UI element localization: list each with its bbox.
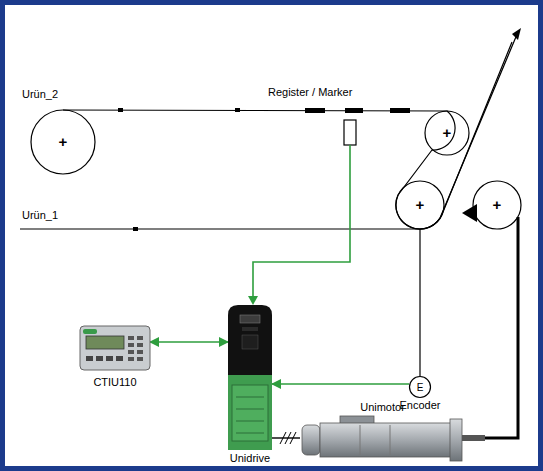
device-name: Unidrive <box>230 452 270 464</box>
sensor-wire <box>253 145 350 299</box>
marker-sensor <box>344 120 356 145</box>
servo-motor: Unimotor <box>300 415 485 461</box>
keypad-terminal: CTIU110 <box>80 326 150 370</box>
drive-roll <box>473 181 521 229</box>
web-dot <box>118 108 123 112</box>
servo-motor-picture <box>300 415 485 461</box>
product-label: Urün_2 <box>22 88 58 100</box>
exit-arrowhead <box>512 28 521 40</box>
drive-unit: Unidrive <box>228 305 272 450</box>
motor-drive-link <box>485 217 518 438</box>
encoder-shaft <box>419 229 420 376</box>
drive-unit-picture <box>228 305 272 450</box>
product-label: Urün_1 <box>22 209 58 221</box>
register-mark <box>305 108 325 113</box>
web-product-2 <box>63 32 518 229</box>
guide-roll <box>425 111 469 155</box>
encoder-letter: E <box>417 382 424 393</box>
roll-center-mark: + <box>59 134 68 151</box>
motor-cable <box>272 437 300 438</box>
device-name: CTIU110 <box>93 376 136 388</box>
roll-center-mark: + <box>443 125 452 142</box>
data-link-arrow <box>150 341 228 343</box>
web-dot <box>133 227 138 231</box>
web-dot <box>235 108 240 112</box>
roll-center-mark: + <box>493 197 502 214</box>
register-label: Register / Marker <box>268 86 352 98</box>
register-mark <box>345 108 363 113</box>
roll-center-mark: + <box>416 197 425 214</box>
sensor-arrowhead <box>248 296 258 305</box>
device-name: Unimotor <box>360 401 405 413</box>
register-mark <box>390 108 410 113</box>
unwind-roll <box>31 110 95 174</box>
device-name: Encoder <box>400 399 441 411</box>
encoder-circle: EEncoder <box>409 376 431 398</box>
nip-triangle <box>462 204 477 222</box>
keypad-terminal-picture <box>80 326 150 370</box>
web-product-1 <box>20 42 512 229</box>
feedback-arrow <box>272 383 409 385</box>
